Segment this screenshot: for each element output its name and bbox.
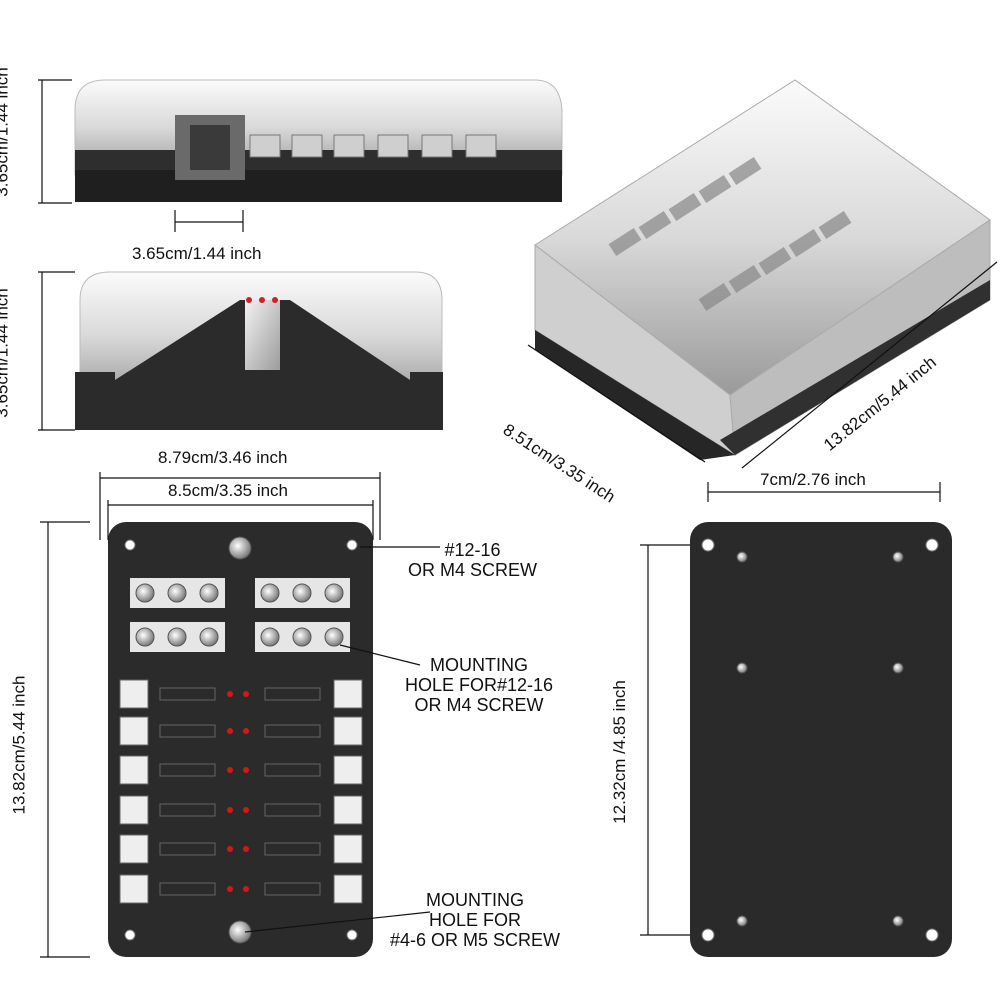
top-inner-width-label: 8.5cm/3.35 inch: [168, 481, 289, 500]
side-view-dims: [38, 79, 244, 232]
end-view: [75, 271, 443, 430]
bottom-view: [690, 522, 952, 957]
bottom-hole-length-label: 12.32cm /4.85 inch: [609, 680, 629, 824]
screw-callout-line2: OR M4 SCREW: [408, 560, 538, 580]
top-length-label: 13.82cm/5.44 inch: [9, 675, 29, 815]
top-view: [108, 522, 373, 957]
mount-large-line3: #4-6 OR M5 SCREW: [390, 930, 561, 950]
top-view-dims: [40, 472, 440, 958]
side-view-height-label: 3.65cm/1.44 inch: [0, 67, 12, 197]
mount-large-line1: MOUNTING: [426, 890, 525, 910]
iso-dims: [527, 261, 998, 502]
end-view-height-label: 3.65cm/1.44 inch: [0, 288, 12, 418]
iso-view: [534, 79, 991, 460]
mount-small-line2: HOLE FOR#12-16: [405, 675, 554, 695]
mount-small-callout: MOUNTING HOLE FOR#12-16 OR M4 SCREW: [405, 655, 553, 715]
bottom-hole-width-label: 7cm/2.76 inch: [760, 470, 866, 489]
mount-large-line2: HOLE FOR: [429, 910, 522, 930]
mount-large-callout: MOUNTING HOLE FOR #4-6 OR M5 SCREW: [390, 890, 560, 950]
mount-small-line3: OR M4 SCREW: [414, 695, 544, 715]
top-outer-width-label: 8.79cm/3.46 inch: [158, 448, 288, 467]
mount-small-line1: MOUNTING: [430, 655, 529, 675]
side-view-width-label: 3.65cm/1.44 inch: [132, 244, 262, 263]
screw-callout: #12-16 OR M4 SCREW: [408, 540, 537, 580]
side-view: [74, 79, 563, 202]
end-view-dims: [38, 271, 75, 431]
screw-callout-line1: #12-16: [444, 540, 501, 560]
bottom-view-dims: [640, 544, 690, 936]
